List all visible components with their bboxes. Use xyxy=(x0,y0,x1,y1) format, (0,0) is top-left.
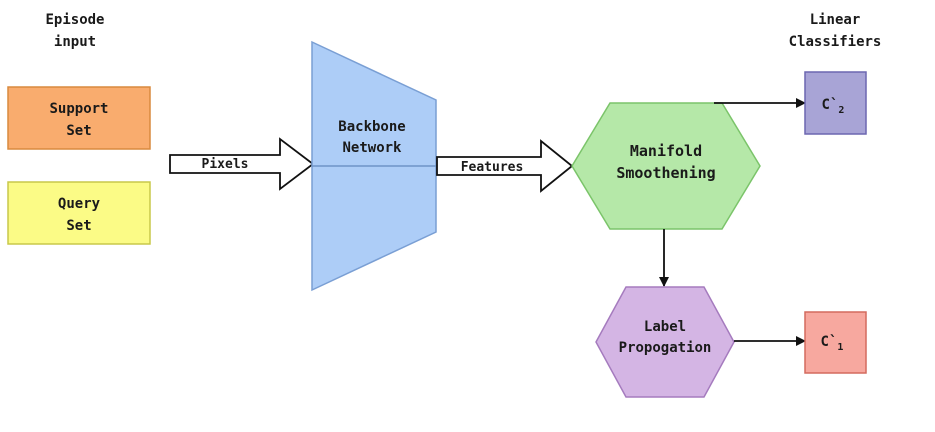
manifold-smoothening-label-line2: Smoothening xyxy=(616,164,715,182)
features-arrow-label: Features xyxy=(461,160,524,175)
label-propogation-node: Label Propogation xyxy=(595,286,735,398)
pixels-arrow-label: Pixels xyxy=(202,157,249,172)
linear-classifiers-label: Linear Classifiers xyxy=(789,12,882,50)
query-set-node: Query Set xyxy=(7,181,151,245)
manifold-smoothening-node: Manifold Smoothening xyxy=(571,102,761,230)
episode-input-label-line2: input xyxy=(54,34,96,50)
c2-classifier-subscript: 2 xyxy=(838,105,844,116)
label-propogation-shape xyxy=(595,286,735,398)
c2-classifier-label: C`2 xyxy=(822,97,845,116)
pixels-arrow: Pixels xyxy=(169,137,315,191)
label-propogation-label-line2: Propogation xyxy=(619,340,712,356)
backbone-network-label-line2: Network xyxy=(342,140,402,156)
query-set-box xyxy=(7,181,151,245)
linear-classifiers-label-line2: Classifiers xyxy=(789,34,882,50)
manifold-smoothening-shape xyxy=(571,102,761,230)
query-set-label-line2: Set xyxy=(66,218,91,234)
features-arrow-shape xyxy=(436,139,574,193)
episode-input-label: Episode input xyxy=(45,12,104,50)
c2-classifier-node: C`2 xyxy=(804,71,867,135)
linear-classifiers-label-line1: Linear xyxy=(810,12,861,28)
query-set-label-line1: Query xyxy=(58,196,101,212)
c1-classifier-node: C`1 xyxy=(804,311,867,374)
pixels-arrow-shape xyxy=(169,137,315,191)
features-arrow: Features xyxy=(436,139,574,193)
backbone-network-label-line1: Backbone xyxy=(338,119,405,135)
c2-classifier-main: C` xyxy=(822,97,839,113)
manifold-smoothening-label-line1: Manifold xyxy=(630,142,702,160)
episode-input-label-line1: Episode xyxy=(45,12,104,28)
support-set-label-line2: Set xyxy=(66,123,91,139)
label-propogation-label-line1: Label xyxy=(644,319,686,335)
c1-classifier-label: C`1 xyxy=(821,334,844,353)
support-set-node: Support Set xyxy=(7,86,151,150)
support-set-label-line1: Support xyxy=(49,101,108,117)
c1-classifier-main: C` xyxy=(821,334,838,350)
c1-classifier-box xyxy=(804,311,867,374)
c1-classifier-subscript: 1 xyxy=(837,342,843,353)
support-set-box xyxy=(7,86,151,150)
backbone-network-node: Backbone Network xyxy=(311,40,437,292)
c2-classifier-box xyxy=(804,71,867,135)
